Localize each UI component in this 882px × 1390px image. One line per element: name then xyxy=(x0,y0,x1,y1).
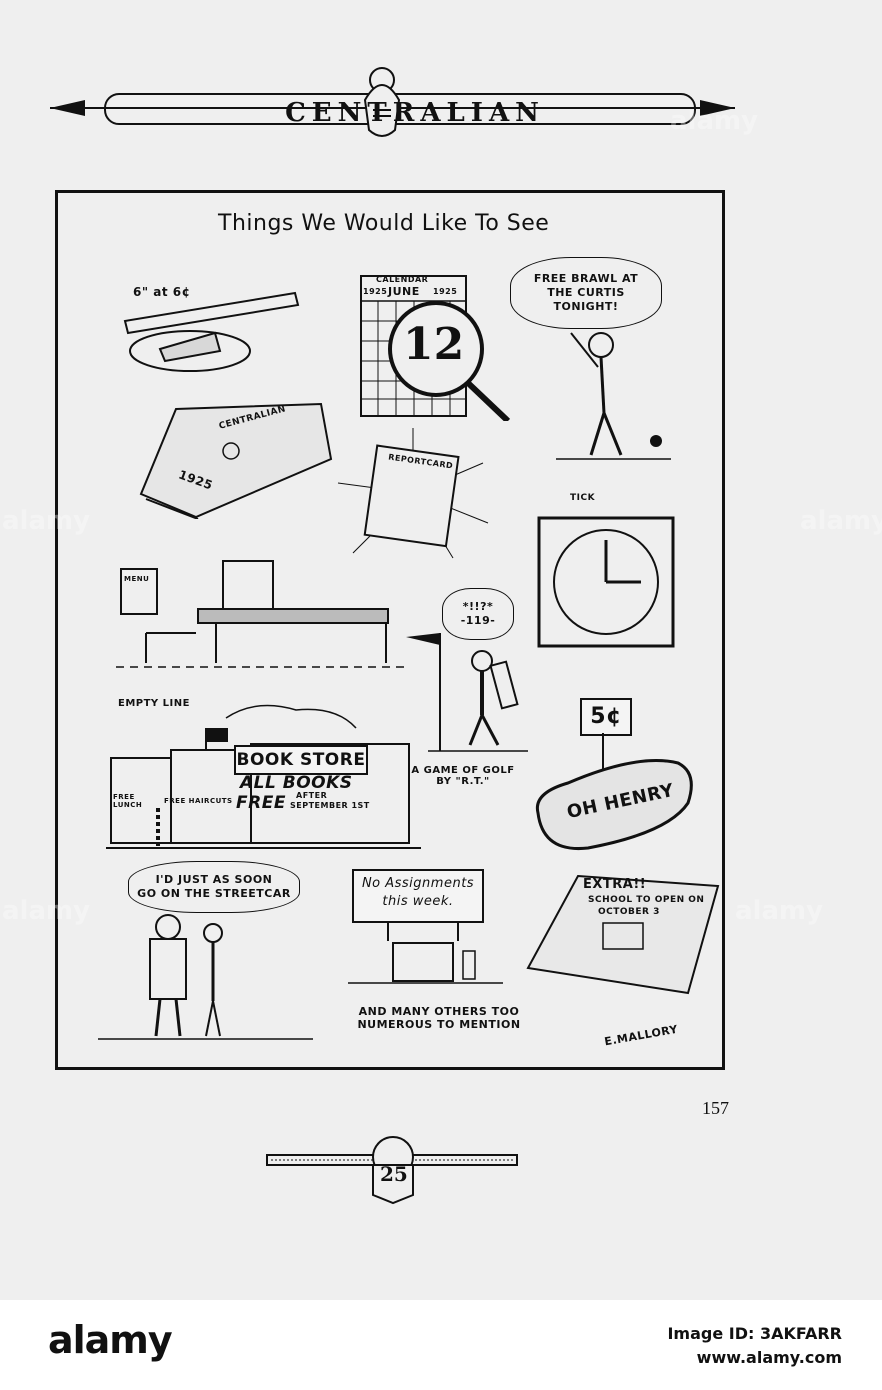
candy-bar-illustration xyxy=(535,733,693,851)
newspaper-illustration xyxy=(526,874,720,995)
closing-line: NUMEROUS TO MENTION xyxy=(357,1018,521,1031)
pie-caption: 6" at 6¢ xyxy=(133,285,191,299)
menu-label: MENU xyxy=(124,575,150,583)
header-title: CENTRALIAN xyxy=(285,98,545,128)
streetcar-speech-bubble: I'D JUST AS SOON GO ON THE STREETCAR xyxy=(128,861,300,913)
free-sign: FREE xyxy=(236,793,286,813)
calendar-year-right: 1925 xyxy=(433,287,458,296)
newspaper-headline: SCHOOL TO OPEN ON xyxy=(588,895,705,905)
golf-score: -119- xyxy=(460,614,496,627)
brawl-line: THE CURTIS xyxy=(547,286,625,299)
pie-illustration xyxy=(123,291,300,372)
clock-illustration xyxy=(537,516,675,648)
stock-site: www.alamy.com xyxy=(696,1348,842,1367)
watermark: alamy xyxy=(670,106,759,136)
calendar-month: JUNE xyxy=(388,285,420,298)
brawl-line: TONIGHT! xyxy=(553,300,619,313)
watermark: alamy xyxy=(735,896,824,926)
golf-caption: A GAME OF GOLF BY "R.T." xyxy=(408,765,518,787)
after-sign: AFTER xyxy=(296,791,328,800)
closing-caption: AND MANY OTHERS TOO NUMEROUS TO MENTION xyxy=(344,1005,534,1031)
golf-speech-bubble: *!!?* -119- xyxy=(442,588,514,640)
streetcar-line: GO ON THE STREETCAR xyxy=(137,887,291,900)
golf-exclamation: *!!?* xyxy=(462,600,494,613)
footer-emblem xyxy=(266,1136,518,1205)
watermark: alamy xyxy=(2,896,91,926)
calendar-magnified-day: 12 xyxy=(403,319,465,370)
golf-caption-line: A GAME OF GOLF xyxy=(411,765,515,776)
stock-footer: alamy Image ID: 3AKFARR www.alamy.com xyxy=(0,1300,882,1390)
footer-emblem-number: 25 xyxy=(380,1162,408,1186)
golfer-illustration xyxy=(406,633,528,752)
empty-line-caption: EMPTY LINE xyxy=(118,698,190,709)
clock-sound: TICK xyxy=(570,493,596,503)
book-store-sign: BOOK STORE xyxy=(234,745,368,775)
page-number: 157 xyxy=(702,1098,729,1118)
assignments-sign: No Assignments this week. xyxy=(352,869,484,923)
cartoon-panel: Things We Would Like To See 6" at 6¢ CAL… xyxy=(55,190,725,1070)
watermark: alamy xyxy=(800,506,882,536)
free-lunch-sign: FREE LUNCH xyxy=(113,793,143,809)
calendar-illustration xyxy=(360,275,511,421)
header: CENTRALIAN xyxy=(95,96,735,128)
yearbook-illustration xyxy=(139,402,333,519)
assignments-line: No Assignments xyxy=(361,876,475,891)
free-haircuts-sign: FREE HAIRCUTS xyxy=(164,797,233,805)
panel-title: Things We Would Like To See xyxy=(218,211,550,236)
watermark: alamy xyxy=(2,506,91,536)
calendar-label: CALENDAR xyxy=(376,275,429,284)
price-sign: 5¢ xyxy=(580,698,632,736)
calendar-year-left: 1925 xyxy=(363,287,388,296)
newspaper-headline: OCTOBER 3 xyxy=(598,907,660,917)
artist-signature: E.MALLORY xyxy=(603,1022,680,1049)
alamy-logo: alamy xyxy=(48,1318,173,1362)
header-ornament xyxy=(50,67,735,137)
classroom-illustration xyxy=(348,921,503,984)
streetcar-line: I'D JUST AS SOON xyxy=(155,873,273,886)
september-sign: SEPTEMBER 1ST xyxy=(290,801,370,810)
lunch-counter-illustration xyxy=(116,560,406,668)
golf-caption-line: BY "R.T." xyxy=(436,776,490,787)
brawl-speech-bubble: FREE BRAWL AT THE CURTIS TONIGHT! xyxy=(510,257,662,329)
assignments-line: this week. xyxy=(382,894,454,909)
image-id: Image ID: 3AKFARR xyxy=(667,1324,842,1343)
report-card-illustration xyxy=(337,428,489,559)
closing-line: AND MANY OTHERS TOO xyxy=(358,1005,520,1018)
brawl-line: FREE BRAWL AT xyxy=(533,272,639,285)
yearbook-page: CENTRALIAN Things We Would Like To See 6… xyxy=(2,67,882,1205)
shouting-man-illustration xyxy=(556,332,671,460)
book-store-illustration xyxy=(106,704,421,849)
all-books-sign: ALL BOOKS xyxy=(240,773,353,793)
couple-illustration xyxy=(98,914,313,1040)
newspaper-extra: EXTRA!! xyxy=(583,877,647,892)
